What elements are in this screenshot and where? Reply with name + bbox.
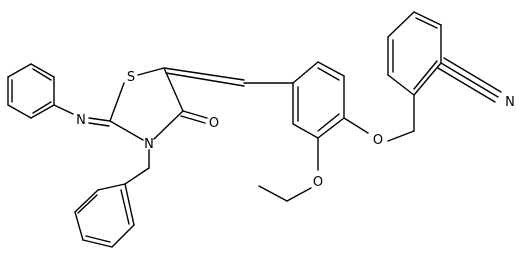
ethoxy-group — [258, 137, 319, 202]
ethoxy-oxygen-label: O — [313, 175, 323, 190]
imine-bonds — [53, 104, 111, 127]
ether-oxygen-label: O — [373, 133, 383, 148]
imine-phenyl-ring — [7, 63, 55, 119]
benzyl-phenyl-ring — [74, 183, 135, 248]
imine-nitrogen-label: N — [76, 113, 86, 128]
ether-linkage — [343, 94, 415, 142]
carbonyl-oxygen-label: O — [209, 116, 219, 131]
thiazolidinone-ring — [109, 67, 184, 141]
benzylidene-double-bond — [163, 67, 245, 87]
sulfur-label: S — [127, 70, 135, 85]
central-benzene-ring — [243, 61, 345, 139]
benzonitrile-ring — [387, 11, 442, 96]
nitrile-triple-bond — [437, 57, 502, 103]
benzyl-linker — [124, 149, 150, 185]
nitrile-nitrogen-label: N — [505, 95, 515, 110]
carbonyl-bond — [180, 110, 208, 124]
ring-nitrogen-label: N — [144, 137, 154, 152]
